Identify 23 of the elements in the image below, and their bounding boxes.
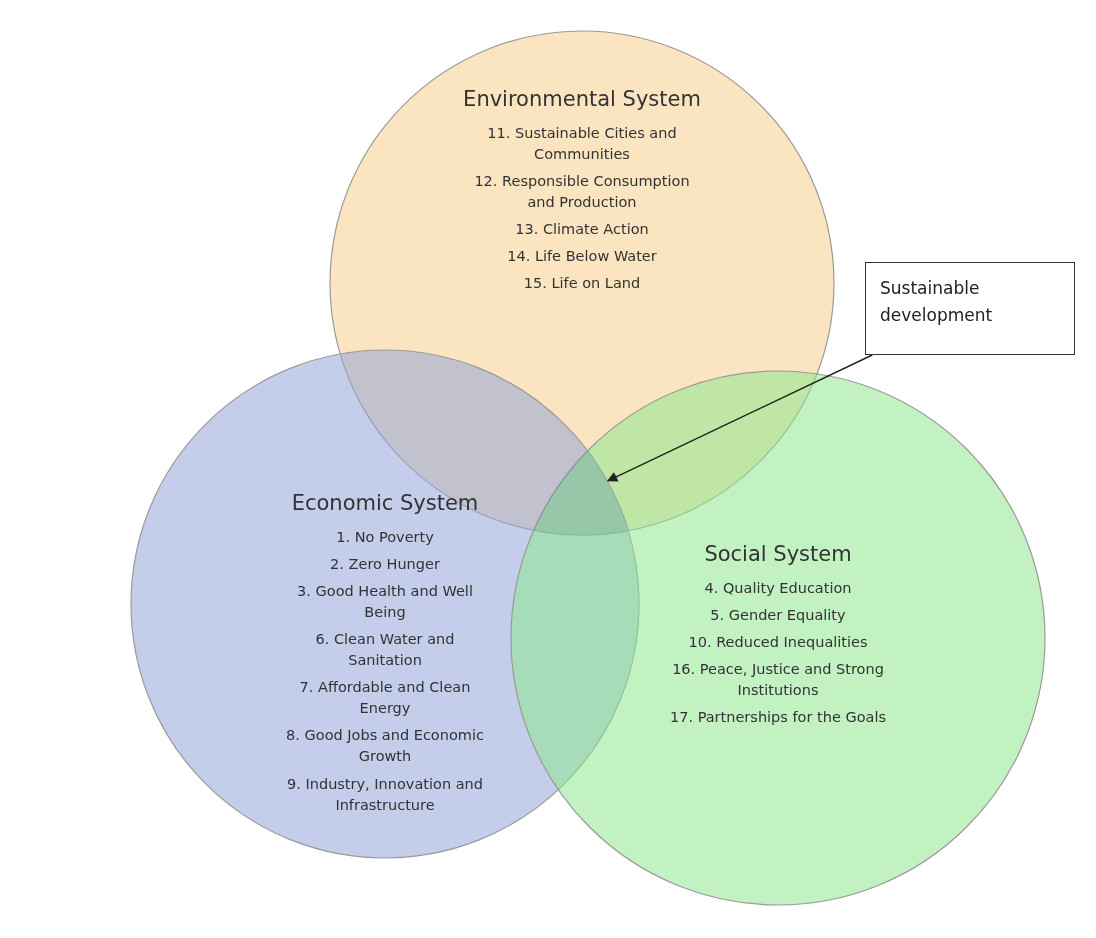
goal-item: 7. Affordable and Clean Energy xyxy=(298,678,472,719)
goal-item: 17. Partnerships for the Goals xyxy=(668,708,887,728)
goal-item: 2. Zero Hunger xyxy=(329,555,441,575)
goal-item: 16. Peace, Justice and Strong Institutions xyxy=(671,660,885,701)
goal-item: 8. Good Jobs and Economic Growth xyxy=(285,726,485,767)
goal-item: 15. Life on Land xyxy=(522,274,642,294)
callout-text: Sustainable development xyxy=(880,277,994,328)
goal-item: 13. Climate Action xyxy=(514,220,650,240)
goal-item: 6. Clean Water and Sanitation xyxy=(314,630,456,671)
goal-item: 5. Gender Equality xyxy=(709,606,847,626)
goal-item: 3. Good Health and Well Being xyxy=(296,582,474,623)
circle-heading: Social System xyxy=(703,541,853,568)
goal-item: 12. Responsible Consumption and Production xyxy=(473,172,691,213)
goal-item: 11. Sustainable Cities and Communities xyxy=(486,124,678,165)
goal-item: 9. Industry, Innovation and Infrastructure xyxy=(286,774,484,815)
goal-item: 14. Life Below Water xyxy=(506,247,658,267)
leader-arrow xyxy=(606,354,873,482)
goal-item: 1. No Poverty xyxy=(335,528,435,548)
goal-item: 10. Reduced Inequalities xyxy=(687,633,869,653)
circle-heading: Environmental System xyxy=(462,86,702,113)
goal-item: 4. Quality Education xyxy=(703,579,853,599)
circle-heading: Economic System xyxy=(290,490,480,517)
callout-box xyxy=(865,262,1075,355)
